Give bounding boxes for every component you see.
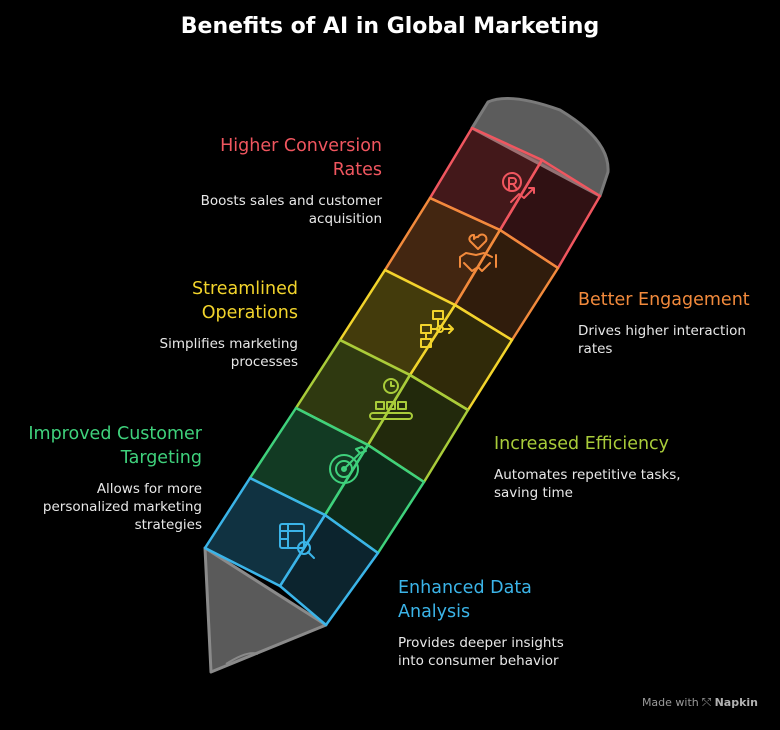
benefit-higher-conversion: Higher Conversion Rates Boosts sales and…	[122, 134, 382, 228]
benefit-heading: Enhanced Data Analysis	[398, 578, 532, 622]
benefit-increased-efficiency: Increased Efficiency Automates repetitiv…	[494, 432, 694, 502]
benefit-description: Provides deeper insights into consumer b…	[398, 635, 564, 669]
segment-data-analysis-side	[278, 513, 380, 627]
diagram-title: Benefits of AI in Global Marketing	[180, 14, 600, 39]
footer-brand: Napkin	[714, 696, 758, 709]
benefit-improved-targeting: Improved Customer Targeting Allows for m…	[2, 422, 202, 534]
benefit-description: Boosts sales and customer acquisition	[200, 193, 382, 227]
pencil-tip-point	[225, 652, 259, 665]
benefit-description: Allows for more personalized marketing s…	[42, 481, 202, 533]
pencil-tip	[203, 546, 328, 674]
benefit-description: Simplifies marketing processes	[159, 336, 298, 370]
benefit-description: Automates repetitive tasks, saving time	[494, 467, 681, 501]
workflow-icon	[420, 310, 454, 348]
data-search-icon	[279, 523, 315, 559]
target-icon	[329, 446, 367, 484]
handshake-heart-icon	[459, 233, 497, 272]
footer-prefix: Made with	[641, 696, 699, 709]
benefit-heading: Increased Efficiency	[494, 434, 670, 454]
benefit-streamlined-operations: Streamlined Operations Simplifies market…	[98, 277, 298, 371]
benefit-heading: Streamlined Operations	[191, 279, 298, 323]
pencil-eraser	[470, 96, 610, 198]
made-with-footer: Made with ⤲ Napkin	[642, 696, 758, 710]
benefit-enhanced-data-analysis: Enhanced Data Analysis Provides deeper i…	[398, 576, 598, 670]
revenue-growth-icon	[502, 172, 535, 203]
benefit-heading: Better Engagement	[578, 290, 750, 310]
benefit-heading: Improved Customer Targeting	[28, 424, 202, 468]
napkin-logo-icon: ⤲	[702, 696, 712, 709]
benefit-heading: Higher Conversion Rates	[220, 136, 382, 180]
benefit-better-engagement: Better Engagement Drives higher interact…	[578, 288, 768, 358]
benefit-description: Drives higher interaction rates	[578, 323, 746, 357]
conveyor-clock-icon	[369, 378, 413, 420]
